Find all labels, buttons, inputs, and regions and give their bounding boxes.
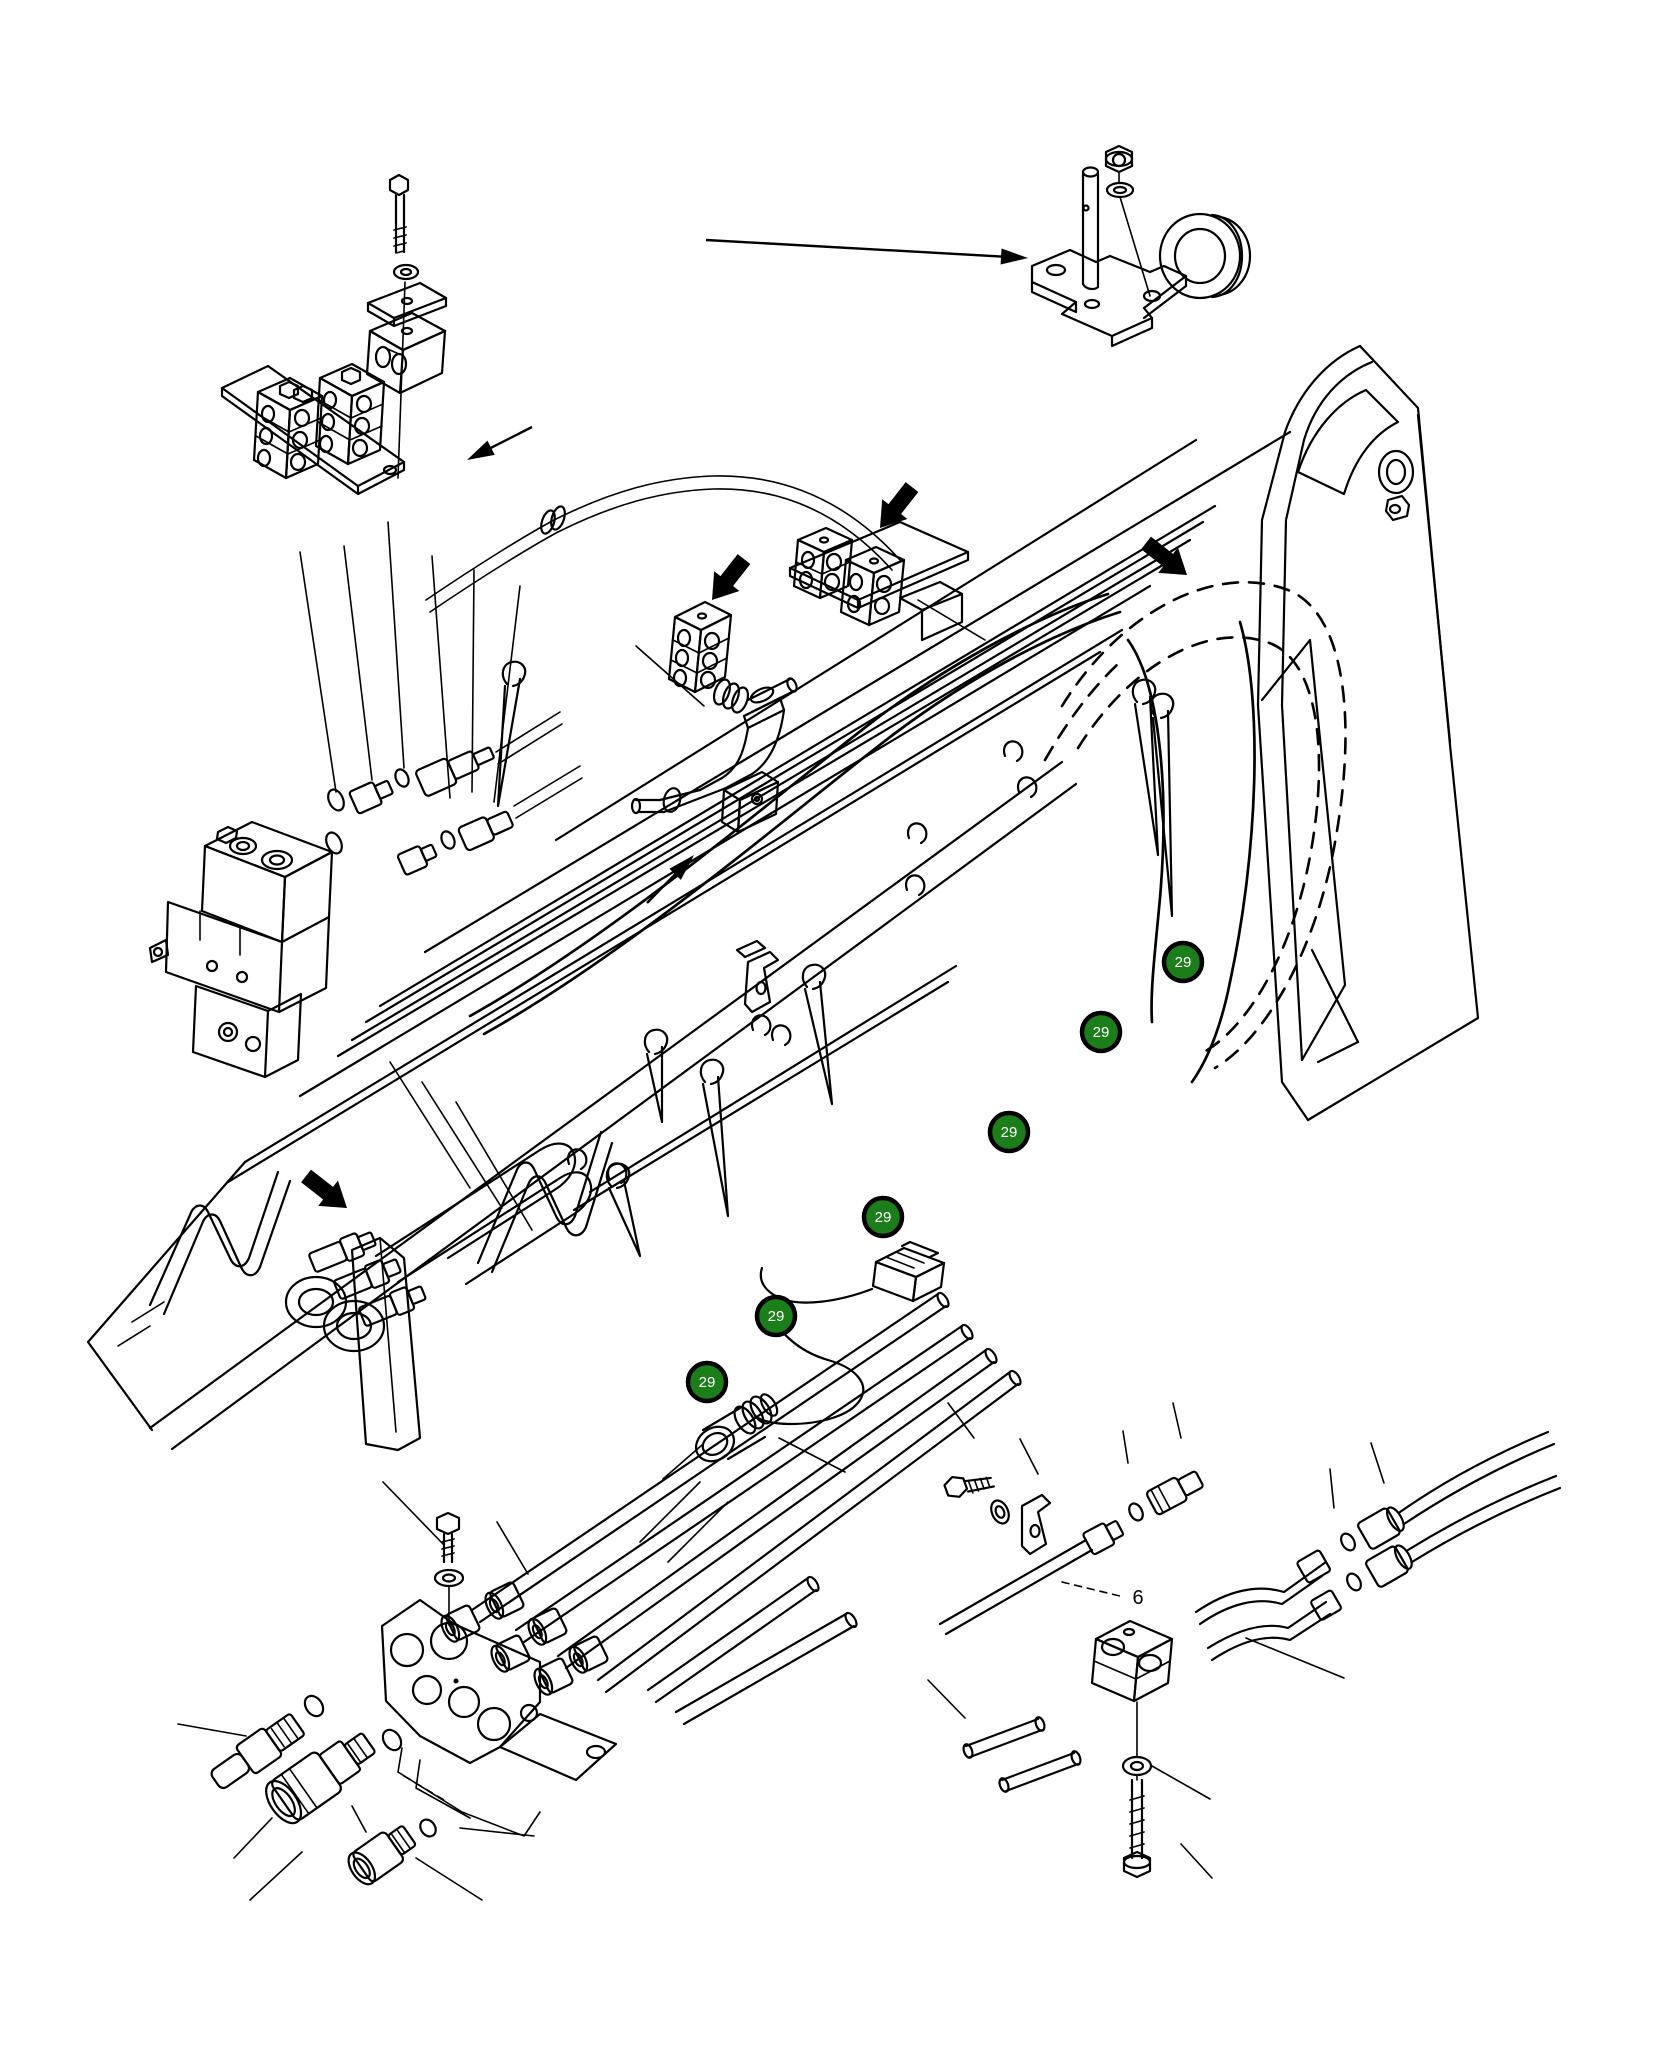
- bracket-clamp-blocks-arrow: [880, 482, 919, 528]
- callout-badge-label: 29: [1001, 1124, 1018, 1141]
- mount-plate-arrow: [467, 425, 533, 460]
- callout-badge-29[interactable]: 29: [1079, 1010, 1123, 1054]
- callout-badge-label: 29: [768, 1308, 785, 1325]
- callout-badge-29[interactable]: 29: [1161, 940, 1205, 984]
- boom-end-fittings-arrow: [301, 1169, 347, 1208]
- callout-badge-label: 29: [1175, 954, 1192, 971]
- elbow-fitting-assembly: [630, 645, 798, 834]
- direction-arrows-layer: [301, 238, 1187, 1208]
- callout-badge-29[interactable]: 29: [861, 1195, 905, 1239]
- boom-end-fittings-assembly: [284, 964, 958, 1452]
- hydraulic-hoses: [425, 475, 1256, 1084]
- pin-bracket-arrow: [705, 238, 1028, 265]
- inline-refs-layer: 6: [1132, 1587, 1143, 1609]
- callout-badge-29[interactable]: 29: [987, 1110, 1031, 1154]
- callout-badge-29[interactable]: 29: [685, 1360, 729, 1404]
- boom-structure: [86, 430, 1292, 1451]
- manifold-coupler-assembly: [177, 1291, 1022, 1901]
- mount-plate-clamp-assembly: [220, 173, 448, 496]
- valve-hose-fittings: [299, 521, 583, 876]
- elbow-valve-arrow: [646, 855, 694, 904]
- callout-badges-layer: 29 29 29 29 29 29: [685, 940, 1205, 1404]
- tube-clamp-assembly: [927, 1402, 1562, 1879]
- bracket-clamp-blocks: [788, 520, 986, 642]
- pin-bracket-assembly: [1030, 144, 1252, 348]
- callout-badge-label: 29: [875, 1209, 892, 1226]
- upper-clamp-block-arrow: [712, 554, 751, 600]
- callout-badge-label: 29: [699, 1374, 716, 1391]
- inline-part-ref: 6: [1132, 1587, 1143, 1609]
- tower-structure: [1043, 344, 1480, 1122]
- mid-clamp-block: [667, 600, 750, 714]
- callout-badge-label: 29: [1093, 1024, 1110, 1041]
- callout-badge-29[interactable]: 29: [754, 1294, 798, 1338]
- tower-hose-arrow: [1141, 536, 1187, 575]
